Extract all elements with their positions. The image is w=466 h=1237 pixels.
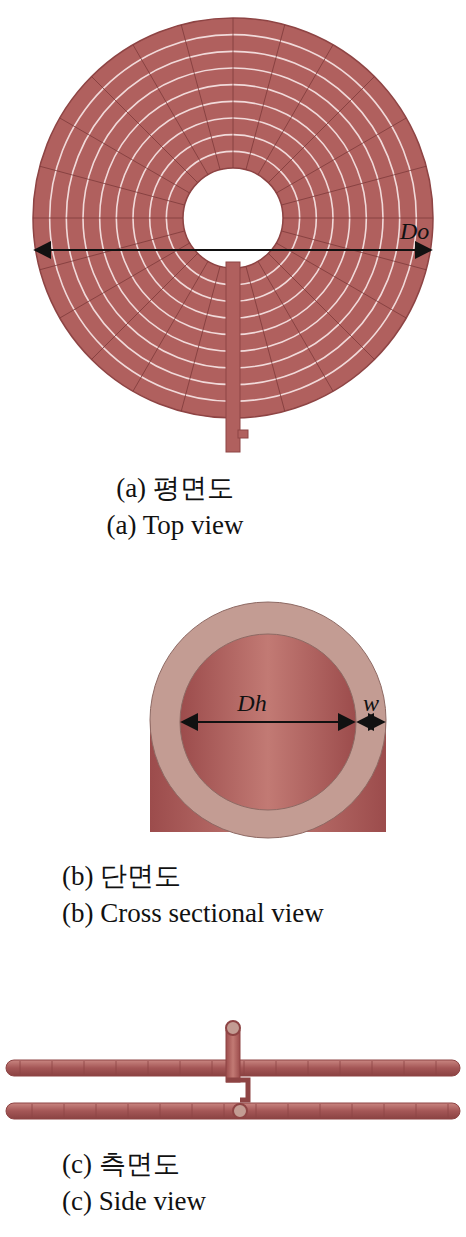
caption-english: (a) Top view xyxy=(106,511,243,541)
dimension-arrow xyxy=(182,721,354,723)
spiral-coil xyxy=(33,18,433,452)
dimension-label: Do xyxy=(400,218,429,244)
caption-korean: (c) 측면도 xyxy=(62,1150,180,1180)
dimension-arrow xyxy=(35,249,431,251)
dimension-label: w xyxy=(363,690,379,716)
caption-korean: (a) 평면도 xyxy=(116,474,234,504)
tube-section xyxy=(150,602,386,838)
caption-english: (c) Side view xyxy=(62,1187,206,1217)
dimension-label: Dh xyxy=(237,690,266,716)
caption-english: (b) Cross sectional view xyxy=(62,899,324,929)
side-coil xyxy=(6,1021,460,1119)
dimension-arrow xyxy=(358,721,384,723)
caption-korean: (b) 단면도 xyxy=(62,862,181,892)
